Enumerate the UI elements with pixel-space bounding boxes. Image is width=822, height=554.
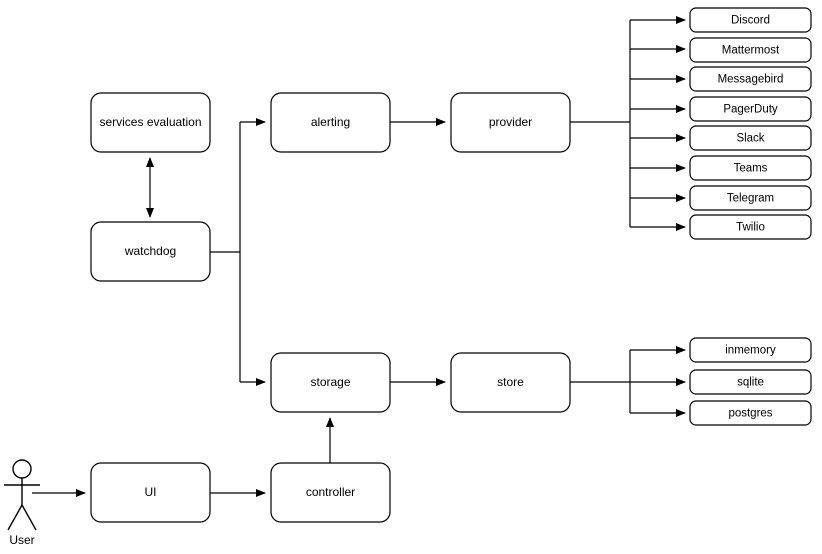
provider-leaf-label-7: Twilio xyxy=(736,222,765,234)
provider-leaf-box-5[interactable] xyxy=(689,155,812,181)
node-controller-box[interactable] xyxy=(270,462,391,523)
provider-leaf-label-6: Telegram xyxy=(727,193,774,205)
store-leaf-box-0[interactable] xyxy=(689,337,812,363)
store-leaf-label-2: postgres xyxy=(728,408,772,420)
node-watchdog-box[interactable] xyxy=(90,221,211,282)
node-ui-label: UI xyxy=(145,485,157,499)
provider-leaf-label-2: Messagebird xyxy=(718,74,784,86)
provider-leaf[interactable]: Messagebird xyxy=(689,66,812,92)
node-controller[interactable]: controller xyxy=(270,462,391,523)
node-provider-box[interactable] xyxy=(450,92,571,153)
provider-leaf[interactable]: Twilio xyxy=(689,214,812,240)
provider-leaf-label-5: Teams xyxy=(734,163,768,175)
provider-leaf[interactable]: Mattermost xyxy=(689,37,812,63)
provider-leaf-list: Discord Mattermost Messagebird PagerDuty… xyxy=(689,7,812,240)
node-storage[interactable]: storage xyxy=(270,352,391,413)
node-storage-label: storage xyxy=(310,375,350,389)
node-provider-label: provider xyxy=(489,115,532,129)
node-watchdog[interactable]: watchdog xyxy=(90,221,211,282)
node-store-box[interactable] xyxy=(450,352,571,413)
store-leaf-label-0: inmemory xyxy=(725,345,776,357)
provider-leaf[interactable]: Discord xyxy=(689,7,812,33)
provider-leaf-box-3[interactable] xyxy=(689,96,812,122)
node-store[interactable]: store xyxy=(450,352,571,413)
provider-leaf-box-0[interactable] xyxy=(689,7,812,33)
node-alerting[interactable]: alerting xyxy=(270,92,391,153)
node-alerting-box[interactable] xyxy=(270,92,391,153)
actor-legs-icon xyxy=(7,504,37,531)
provider-leaf-label-1: Mattermost xyxy=(722,45,780,57)
provider-leaf-box-1[interactable] xyxy=(689,37,812,63)
actor-label: User xyxy=(9,533,34,547)
provider-leaf[interactable]: PagerDuty xyxy=(689,96,812,122)
node-provider[interactable]: provider xyxy=(450,92,571,153)
node-ui-box[interactable] xyxy=(90,462,211,523)
node-alerting-label: alerting xyxy=(311,115,350,129)
provider-leaf-label-4: Slack xyxy=(736,133,764,145)
provider-leaf-box-6[interactable] xyxy=(689,185,812,211)
store-leaf-list: inmemory sqlite postgres xyxy=(689,337,812,426)
node-store-label: store xyxy=(497,375,524,389)
actor-user[interactable]: User xyxy=(4,459,40,547)
store-leaf-box-2[interactable] xyxy=(689,400,812,426)
provider-leaf-label-3: PagerDuty xyxy=(723,104,778,116)
provider-leaf-box-4[interactable] xyxy=(689,125,812,151)
node-controller-label: controller xyxy=(306,485,355,499)
node-services-evaluation-label: services evaluation xyxy=(99,115,201,129)
store-leaf-label-1: sqlite xyxy=(737,377,764,389)
store-leaf[interactable]: postgres xyxy=(689,400,812,426)
provider-leaf[interactable]: Slack xyxy=(689,125,812,151)
node-storage-box[interactable] xyxy=(270,352,391,413)
edge-layer xyxy=(32,16,686,497)
node-services-evaluation-box[interactable] xyxy=(90,92,211,153)
node-ui[interactable]: UI xyxy=(90,462,211,523)
node-services-evaluation[interactable]: services evaluation xyxy=(90,92,211,153)
store-leaf[interactable]: sqlite xyxy=(689,369,812,395)
provider-leaf-label-0: Discord xyxy=(731,15,770,27)
provider-leaf[interactable]: Teams xyxy=(689,155,812,181)
node-watchdog-label: watchdog xyxy=(124,244,176,258)
store-leaf[interactable]: inmemory xyxy=(689,337,812,363)
store-leaf-box-1[interactable] xyxy=(689,369,812,395)
provider-leaf-box-7[interactable] xyxy=(689,214,812,240)
provider-leaf-box-2[interactable] xyxy=(689,66,812,92)
provider-leaf[interactable]: Telegram xyxy=(689,185,812,211)
actor-head-icon xyxy=(12,459,32,479)
